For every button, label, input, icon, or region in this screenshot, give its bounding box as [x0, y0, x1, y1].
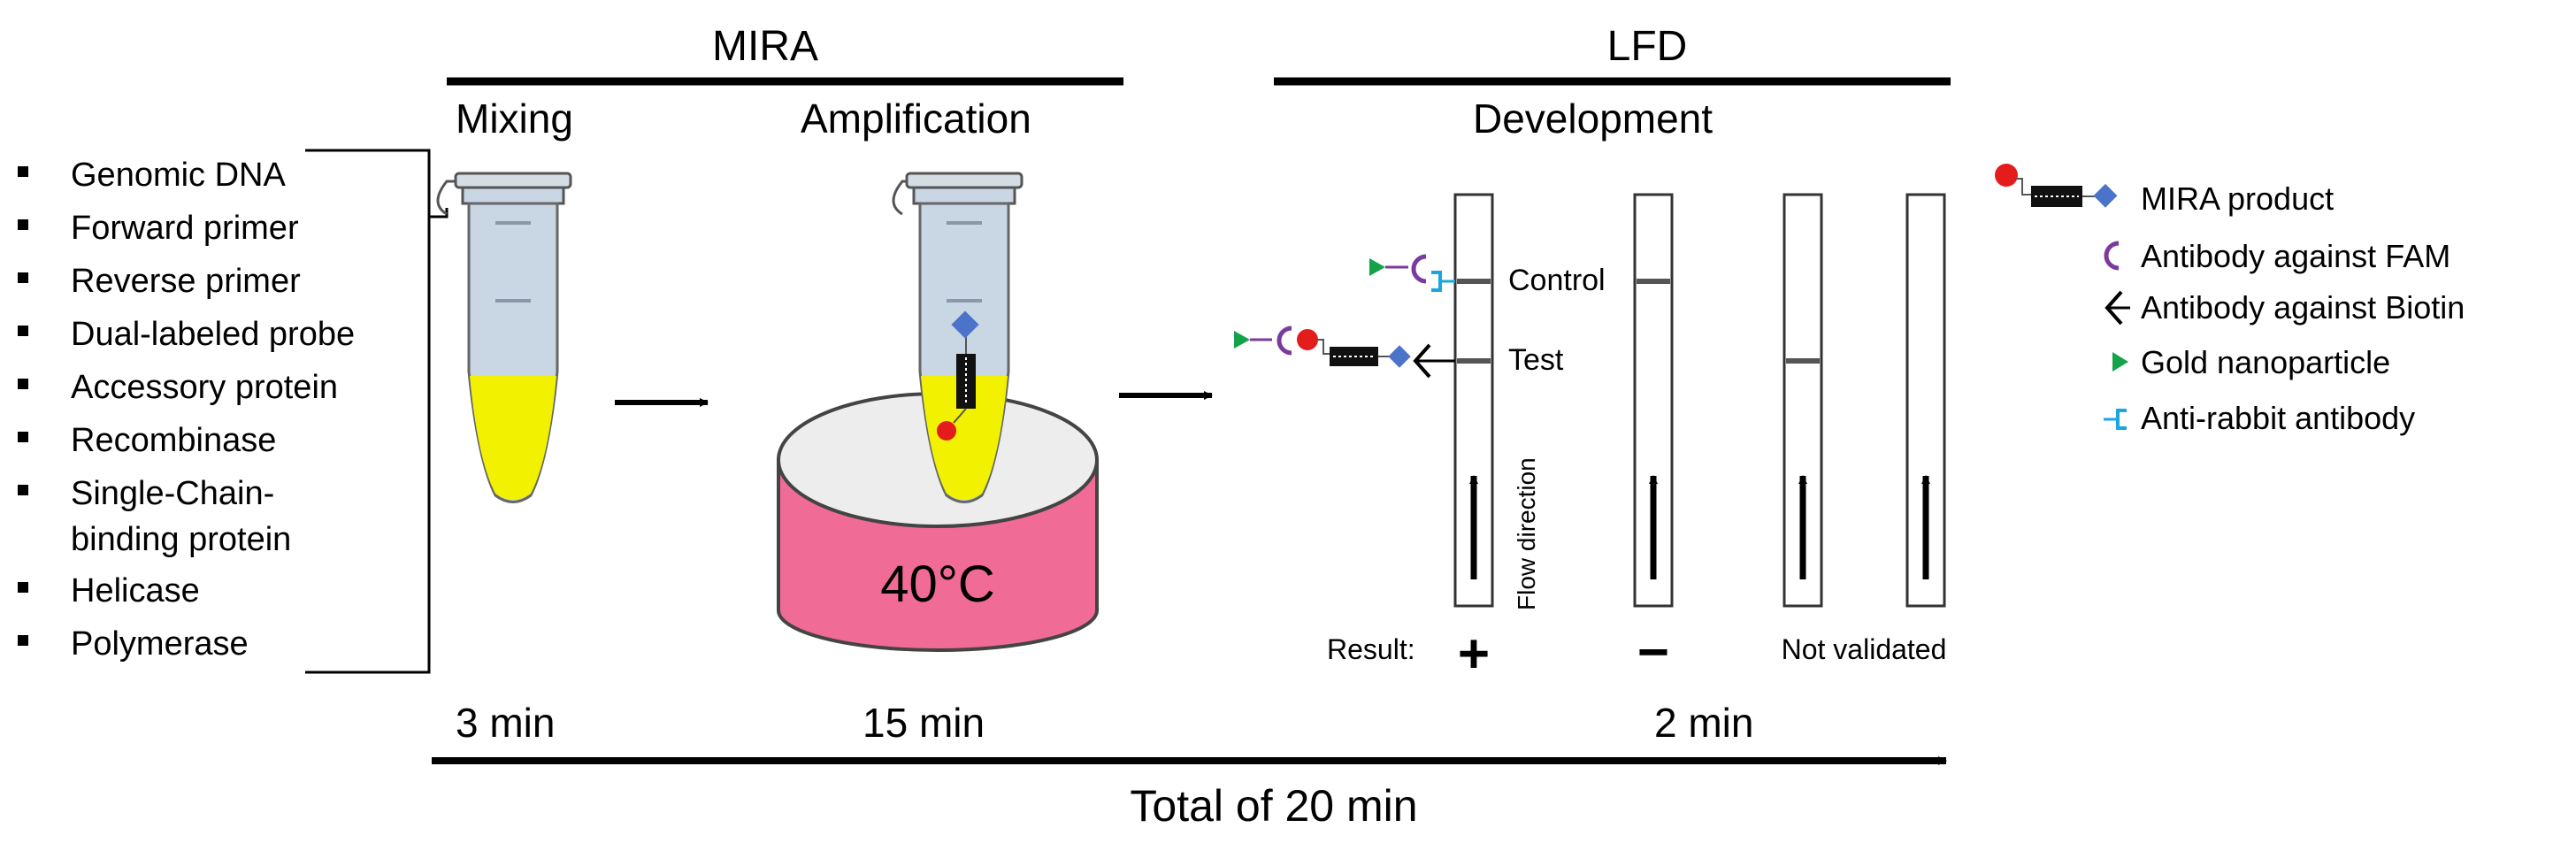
bullet-icon [18, 582, 28, 593]
reagent-item: Forward primer [71, 210, 299, 247]
result-positive: + [1458, 624, 1490, 685]
reagent-item: Helicase [71, 572, 200, 609]
gold-nanoparticle-icon [2112, 352, 2128, 372]
result-label: Result: [1327, 633, 1415, 665]
development-time: 2 min [1654, 700, 1753, 746]
lfd-heading: LFD [1607, 23, 1688, 70]
reagent-bracket [305, 149, 431, 674]
reagent-item: Recombinase [71, 422, 276, 459]
result-not-validated: Not validated [1782, 633, 1947, 665]
bullet-icon [18, 635, 28, 646]
reagent-item-continued: binding protein [71, 521, 291, 558]
anti-biotin-antibody-icon [2104, 290, 2123, 326]
reagent-item: Polymerase [71, 625, 249, 663]
amplification-tube-icon [892, 172, 1024, 503]
mixing-tube-icon [436, 172, 572, 503]
mixing-time: 3 min [456, 700, 555, 746]
legend: MIRA product Antibody against FAM Antibo… [1995, 164, 2465, 436]
control-line-label: Control [1508, 264, 1606, 297]
lateral-flow-strips [1453, 193, 1946, 608]
reagent-item: Single-Chain- [71, 475, 274, 512]
mixing-heading: Mixing [456, 96, 573, 142]
incubator-temperature: 40°C [880, 556, 995, 613]
legend-label: Antibody against FAM [2141, 238, 2450, 274]
bullet-icon [18, 485, 28, 495]
reagent-item: Reverse primer [71, 263, 301, 300]
flow-direction-label: Flow direction [1513, 457, 1540, 610]
result-negative: − [1637, 622, 1669, 683]
reagent-item: Genomic DNA [71, 157, 286, 194]
amplification-heading: Amplification [801, 96, 1031, 142]
legend-label: Anti-rabbit antibody [2141, 400, 2415, 436]
bullet-icon [18, 432, 28, 442]
mira-heading: MIRA [712, 23, 818, 70]
legend-label: MIRA product [2141, 180, 2334, 217]
bullet-icon [18, 219, 28, 230]
legend-label: Gold nanoparticle [2141, 344, 2390, 380]
bullet-icon [18, 272, 28, 283]
bracket-connector [429, 208, 448, 218]
control-capture-icon [1369, 254, 1455, 292]
legend-label: Antibody against Biotin [2141, 289, 2465, 326]
amplification-time: 15 min [862, 700, 985, 746]
total-time: Total of 20 min [1130, 781, 1417, 831]
bullet-icon [18, 379, 28, 389]
test-line-label: Test [1508, 343, 1564, 377]
anti-fam-antibody-icon [2104, 241, 2120, 271]
bullet-icon [18, 326, 28, 336]
test-capture-icon [1234, 326, 1455, 379]
reagent-list: Genomic DNA Forward primer Reverse prime… [18, 157, 355, 663]
development-heading: Development [1473, 96, 1713, 142]
test-strip-invalid-2 [1905, 193, 1946, 608]
mira-product-icon [1995, 164, 2118, 208]
bullet-icon [18, 166, 28, 177]
anti-rabbit-antibody-icon [2104, 409, 2127, 430]
reagent-item: Accessory protein [71, 369, 338, 406]
reagent-item: Dual-labeled probe [71, 316, 355, 353]
